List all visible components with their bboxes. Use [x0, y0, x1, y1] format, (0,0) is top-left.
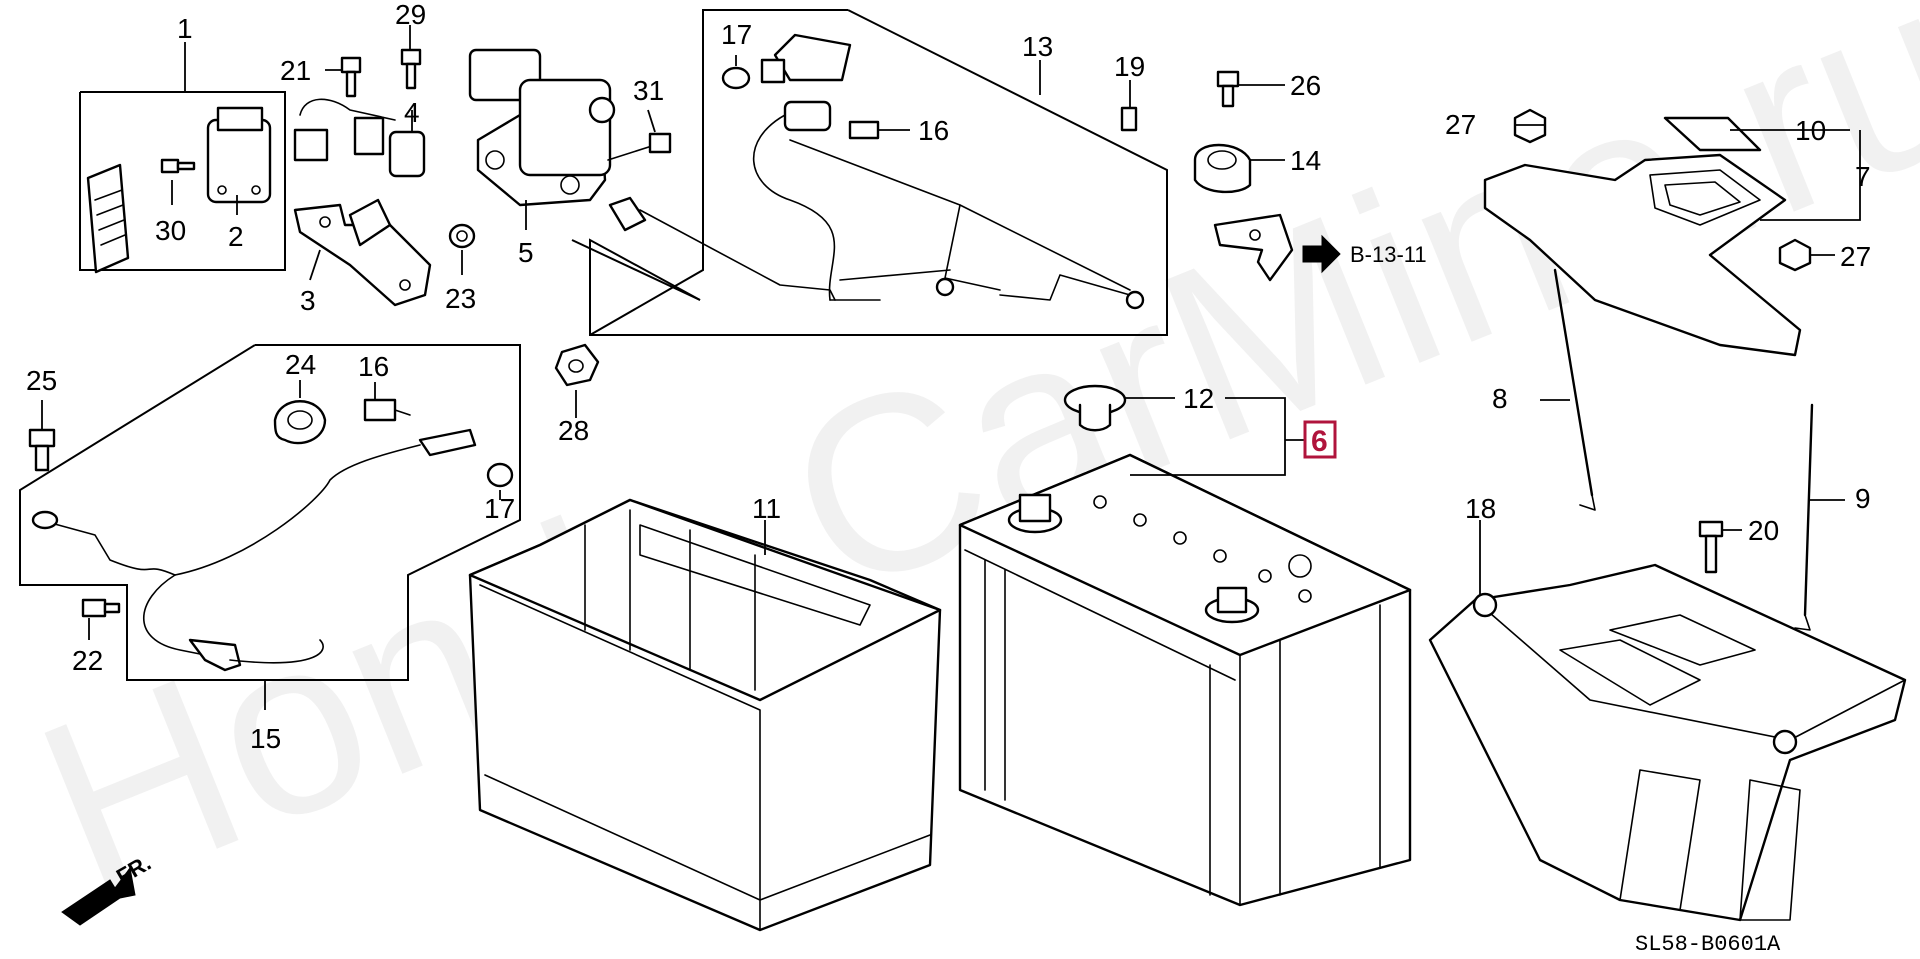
part-31-bolt [607, 132, 672, 161]
part-19-bolt [1120, 106, 1138, 132]
callout-23: 23 [445, 283, 476, 314]
diagram-code: SL58-B0601A [1635, 932, 1781, 957]
callout-8: 8 [1492, 383, 1508, 414]
part-30-bolt [160, 158, 196, 174]
callout-4: 4 [404, 97, 420, 128]
part-27-nut-right [1778, 238, 1812, 272]
callout-1: 1 [177, 13, 193, 44]
part-booklet [86, 163, 130, 274]
part-10-label [1663, 116, 1762, 152]
callout-2: 2 [228, 221, 244, 252]
callout-16-top: 16 [918, 115, 949, 146]
front-arrow-icon [61, 866, 136, 926]
part-23-washer [448, 223, 476, 249]
callout-16-left: 16 [358, 351, 389, 382]
callout-18: 18 [1465, 493, 1496, 524]
cross-reference[interactable]: B-13-11 [1350, 242, 1427, 267]
callout-30: 30 [155, 215, 186, 246]
part-17-nut-left [486, 462, 514, 488]
callout-7: 7 [1855, 161, 1871, 192]
part-28-nut [554, 343, 600, 387]
callout-17-left: 17 [484, 493, 515, 524]
callout-19: 19 [1114, 51, 1145, 82]
part-2-sensor [206, 106, 272, 204]
callout-6: 6 [1311, 425, 1328, 458]
callout-11: 11 [752, 493, 781, 524]
callout-28: 28 [558, 415, 589, 446]
part-battery-cable [608, 100, 951, 301]
group-15-frame [19, 344, 521, 681]
arrow-right-icon [1302, 234, 1341, 274]
part-20-bolt [1698, 520, 1724, 574]
callout-13: 13 [1022, 31, 1053, 62]
part-fuse-block [760, 33, 852, 84]
callout-29: 29 [395, 0, 426, 30]
callout-9: 9 [1855, 483, 1871, 514]
part-18-battery-tray [1428, 563, 1907, 922]
group-1-frame [79, 91, 286, 271]
part-8-rod [1553, 268, 1596, 511]
part-5-ignition-coil [468, 48, 616, 207]
callout-22: 22 [72, 645, 103, 676]
callout-5: 5 [518, 237, 534, 268]
callout-10: 10 [1795, 115, 1826, 146]
part-bracket-b13 [1213, 213, 1294, 282]
group-13-frame-diag [571, 239, 701, 301]
part-16-clip-left [363, 398, 411, 422]
part-29-bolt [400, 48, 422, 90]
callout-3: 3 [300, 285, 316, 316]
part-12-cap [1063, 384, 1127, 432]
callout-17-top: 17 [721, 19, 752, 50]
part-17-nut-top [721, 66, 751, 90]
callout-12: 12 [1183, 383, 1214, 414]
part-16-clip-top [848, 120, 880, 140]
group-13-frame-right [589, 9, 1168, 336]
part-26-bolt [1216, 70, 1240, 108]
callout-25: 25 [26, 365, 57, 396]
part-4-harness [293, 98, 426, 178]
callout-27-right: 27 [1840, 241, 1871, 272]
callout-26: 26 [1290, 70, 1321, 101]
part-3-bracket [293, 198, 432, 307]
part-11-battery-box [468, 498, 942, 932]
callout-27-top: 27 [1445, 109, 1476, 140]
callout-21: 21 [280, 55, 311, 86]
leader-lines [41, 25, 1861, 710]
group-13-frame [589, 9, 848, 336]
part-ground-strap [789, 139, 1145, 310]
callout-31: 31 [633, 75, 664, 106]
part-25-bolt [28, 428, 56, 472]
part-21-bolt [340, 56, 362, 98]
callout-20: 20 [1748, 515, 1779, 546]
part-14-clamp [1193, 143, 1252, 194]
callout-14: 14 [1290, 145, 1321, 176]
part-6-battery [958, 453, 1412, 907]
part-9-rod [1794, 403, 1814, 631]
part-27-nut-top [1513, 108, 1547, 144]
part-24-clamp [273, 400, 327, 445]
part-15-ground-cable [31, 428, 477, 672]
callout-15: 15 [250, 723, 281, 754]
callout-6-highlight[interactable]: 6 [1303, 420, 1337, 459]
part-22-bolt [81, 598, 121, 618]
part-7-hold-down [1483, 153, 1802, 357]
callout-24: 24 [285, 349, 316, 380]
